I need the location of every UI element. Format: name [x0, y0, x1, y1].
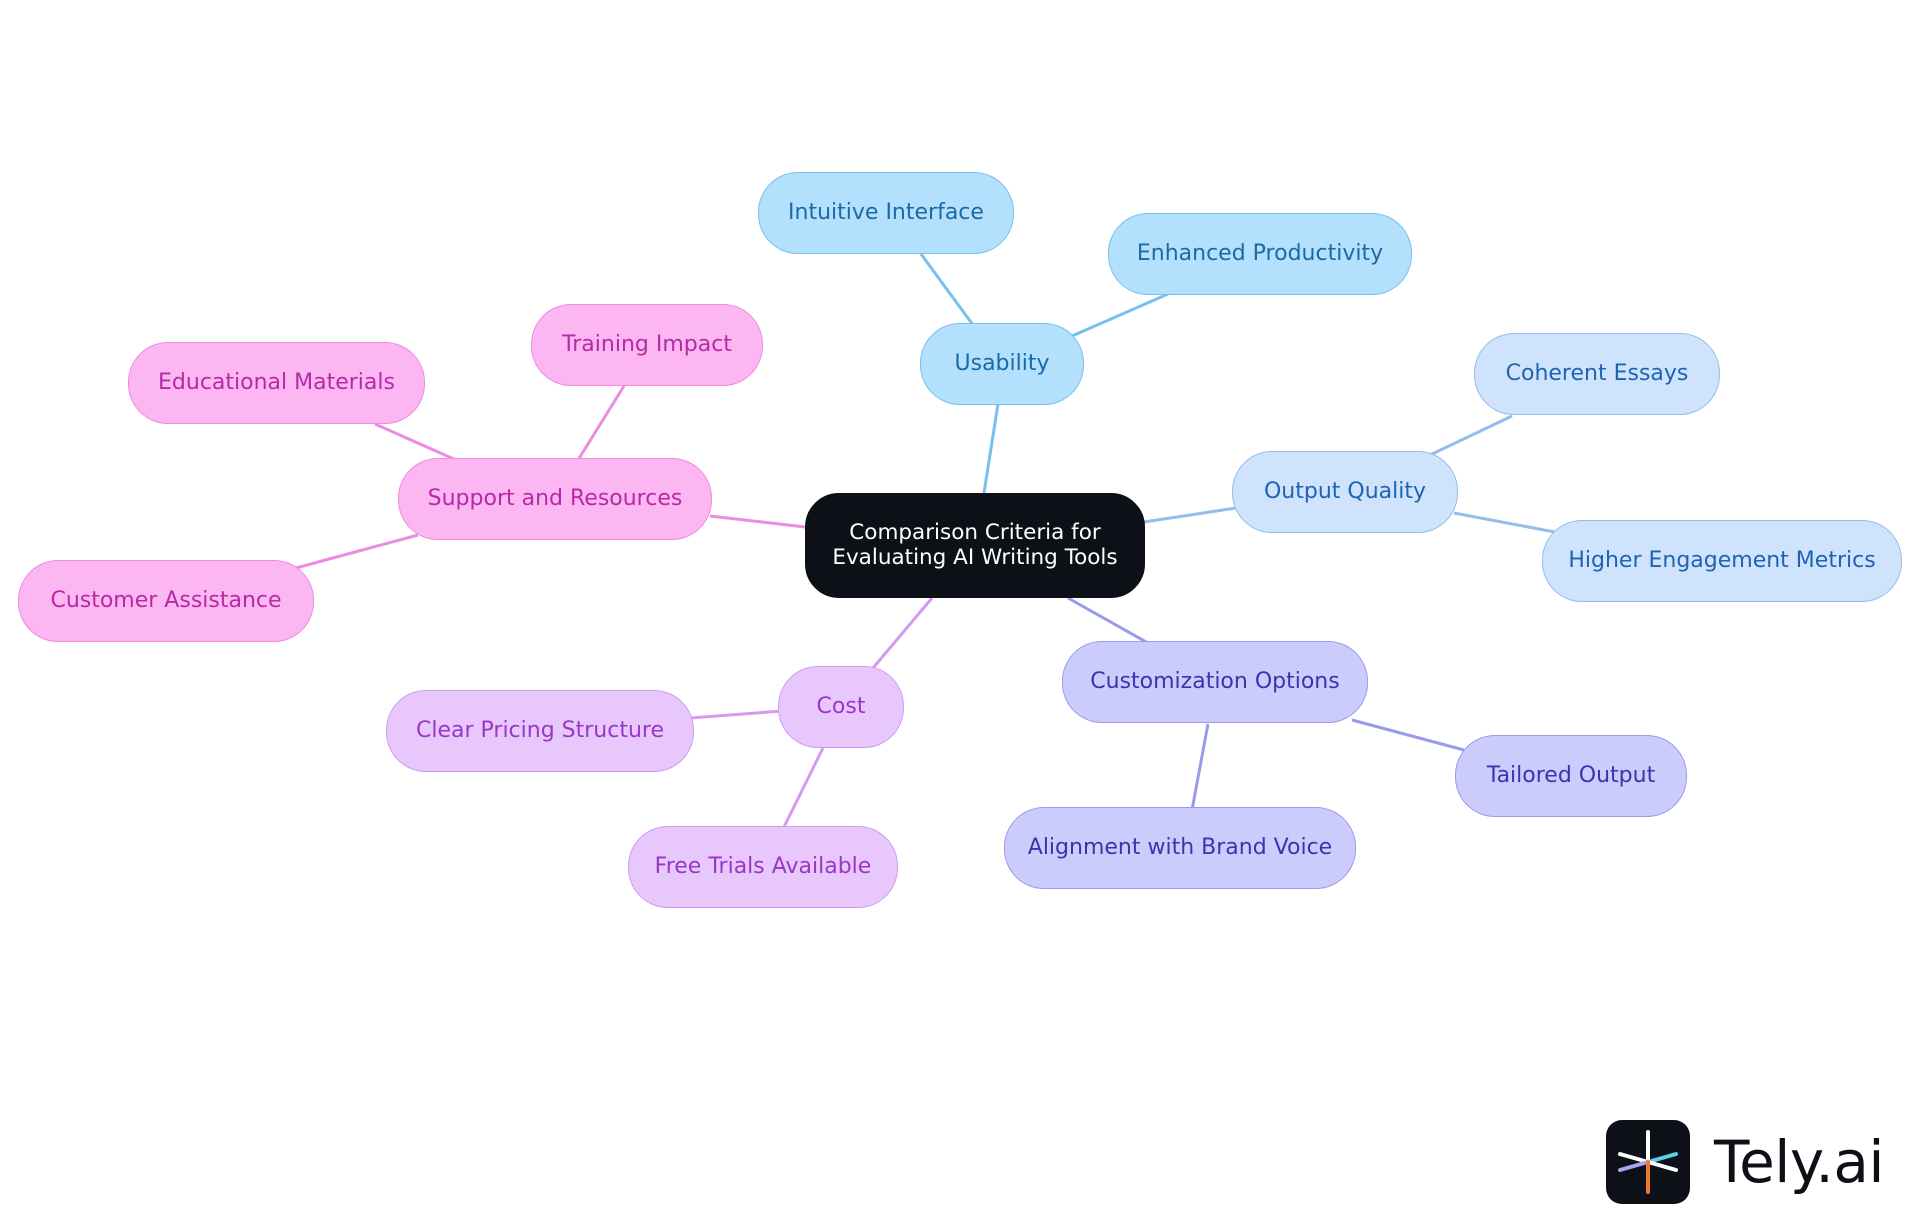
node-customer-assistance-label: Customer Assistance: [50, 587, 282, 613]
node-customization-options-label: Customization Options: [1090, 668, 1340, 694]
node-educational-materials: Educational Materials: [128, 342, 425, 424]
node-alignment-brand-voice: Alignment with Brand Voice: [1004, 807, 1356, 889]
node-customer-assistance: Customer Assistance: [18, 560, 314, 642]
node-support-resources-label: Support and Resources: [427, 485, 683, 511]
edge-support-customer-assistance: [295, 533, 419, 570]
node-coherent-essays: Coherent Essays: [1474, 333, 1720, 415]
node-cost-label: Cost: [816, 693, 866, 719]
edge-root-usability: [982, 403, 1000, 494]
edge-output-quality-coherent-essays: [1429, 414, 1513, 457]
node-coherent-essays-label: Coherent Essays: [1505, 360, 1689, 386]
edge-usability-enhanced-productivity: [1071, 292, 1169, 338]
edge-root-customization-options: [1067, 596, 1149, 645]
node-clear-pricing-structure-label: Clear Pricing Structure: [415, 717, 664, 743]
node-tailored-output: Tailored Output: [1455, 735, 1687, 817]
edge-support-educational-materials: [374, 422, 457, 462]
edge-customization-tailored-output: [1351, 718, 1465, 752]
node-free-trials-available: Free Trials Available: [628, 826, 898, 908]
node-alignment-brand-voice-label: Alignment with Brand Voice: [1027, 834, 1333, 860]
node-usability-label: Usability: [954, 350, 1050, 376]
root-node: Comparison Criteria for Evaluating AI Wr…: [805, 493, 1145, 598]
edge-support-training-impact: [576, 385, 626, 461]
edge-cost-clear-pricing: [689, 709, 783, 720]
node-usability: Usability: [920, 323, 1084, 405]
root-label: Comparison Criteria for Evaluating AI Wr…: [832, 520, 1118, 570]
edge-root-support-resources: [709, 514, 806, 529]
node-output-quality: Output Quality: [1232, 451, 1458, 533]
node-higher-engagement-metrics-label: Higher Engagement Metrics: [1568, 547, 1876, 573]
node-intuitive-interface: Intuitive Interface: [758, 172, 1014, 254]
node-educational-materials-label: Educational Materials: [158, 369, 395, 395]
node-output-quality-label: Output Quality: [1263, 478, 1427, 504]
edge-cost-free-trials: [782, 747, 825, 828]
node-tailored-output-label: Tailored Output: [1486, 762, 1656, 788]
node-enhanced-productivity-label: Enhanced Productivity: [1136, 240, 1384, 266]
edge-customization-brand-voice: [1190, 723, 1210, 811]
edge-usability-intuitive-interface: [919, 253, 975, 326]
node-clear-pricing-structure: Clear Pricing Structure: [386, 690, 694, 772]
edge-root-output-quality: [1143, 506, 1237, 524]
node-intuitive-interface-label: Intuitive Interface: [788, 199, 984, 225]
node-training-impact: Training Impact: [531, 304, 763, 386]
node-enhanced-productivity: Enhanced Productivity: [1108, 213, 1412, 295]
edge-root-cost: [871, 597, 934, 669]
tely-logo: Tely.ai: [1606, 1120, 1885, 1204]
tely-logo-mark-icon: [1606, 1120, 1690, 1204]
node-training-impact-label: Training Impact: [562, 331, 732, 357]
node-customization-options: Customization Options: [1062, 641, 1368, 723]
node-higher-engagement-metrics: Higher Engagement Metrics: [1542, 520, 1902, 602]
node-cost: Cost: [778, 666, 904, 748]
edge-output-quality-higher-engagement: [1453, 511, 1561, 535]
node-free-trials-available-label: Free Trials Available: [654, 853, 872, 879]
node-support-resources: Support and Resources: [398, 458, 712, 540]
tely-logo-text: Tely.ai: [1714, 1128, 1885, 1196]
